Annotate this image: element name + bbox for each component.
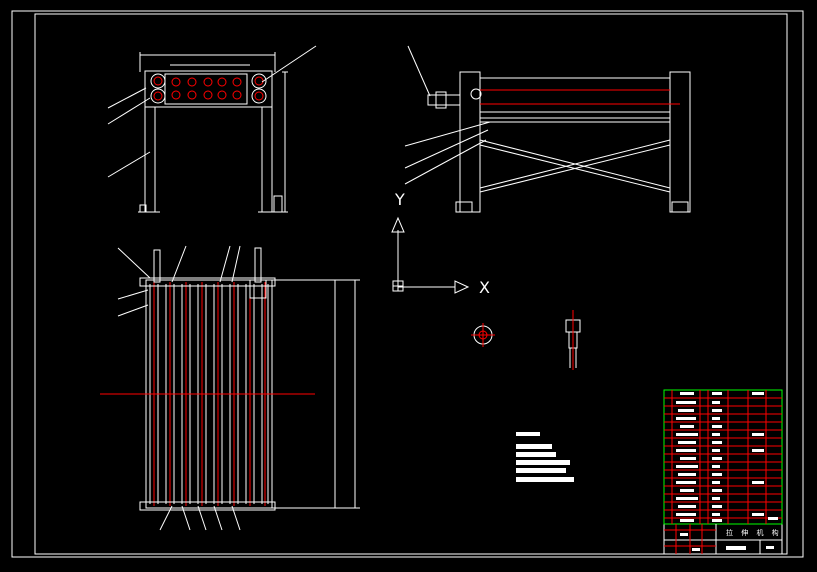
ucs-y-label: Y [395, 190, 405, 209]
inner-frame [34, 13, 788, 555]
technical-notes [516, 432, 574, 482]
title-block [663, 389, 783, 555]
front-view [107, 45, 317, 213]
ucs-x-label: X [479, 278, 490, 297]
outer-frame [11, 10, 804, 558]
detail-screw [565, 310, 581, 370]
detail-nut [471, 323, 495, 347]
side-view [404, 45, 691, 213]
top-view [100, 245, 360, 531]
drawing-title: 拉 伸 机 构 [726, 529, 782, 537]
ucs-icon [391, 216, 470, 294]
